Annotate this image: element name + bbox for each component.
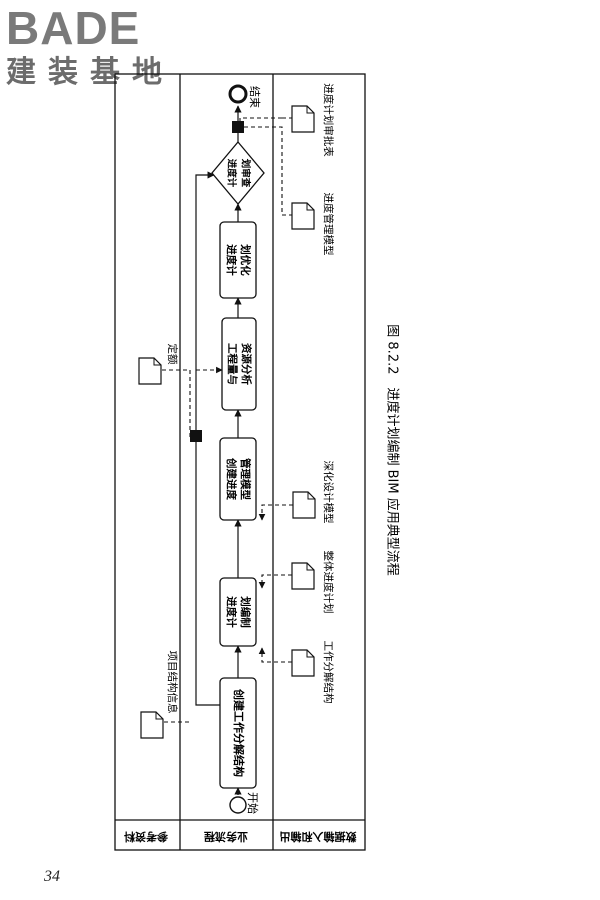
- swimlane-frame: [114, 73, 366, 851]
- reference-doc-quota: [138, 357, 162, 385]
- data-doc-approval-form: [291, 105, 315, 133]
- data-progress-model-label: 进度管理模型: [322, 193, 335, 256]
- data-doc-overall-schedule: [291, 562, 315, 590]
- start-label: 开始: [246, 792, 260, 814]
- process-schedule: [219, 577, 257, 647]
- process-quantity: [221, 317, 257, 411]
- data-overall-schedule-label: 整体进度计划: [322, 551, 335, 614]
- process-model: [219, 437, 257, 521]
- reference-doc-project-structure: [140, 711, 164, 739]
- process-optimize: [219, 221, 257, 299]
- lane-header-references: 参考资料: [124, 830, 168, 844]
- data-doc-detailed-design-model: [292, 491, 316, 519]
- reference-quota-label: 定额: [166, 344, 179, 365]
- logo-subtitle: 建装基地: [6, 55, 174, 90]
- process-schedule-label-2: 划编制: [239, 596, 252, 628]
- data-detailed-design-model-label: 深化设计模型: [322, 461, 335, 524]
- logo: BADE 建装基地: [6, 2, 174, 90]
- logo-brand: BADE: [6, 2, 141, 54]
- dashed-connectors: [162, 117, 293, 723]
- decision-review: [211, 140, 265, 206]
- process-model-label-1: 创建进度: [225, 457, 238, 500]
- data-approval-form-label: 进度计划审批表: [322, 83, 335, 157]
- process-quantity-label-2: 资源分析: [240, 343, 253, 385]
- data-doc-wbs: [291, 649, 315, 677]
- end-event: [228, 84, 248, 104]
- data-doc-progress-model: [291, 202, 315, 230]
- lane-header-data-io: 数据输入和输出: [280, 830, 357, 844]
- process-model-label-2: 管理模型: [239, 458, 252, 500]
- process-optimize-label-2: 划优化: [239, 244, 252, 276]
- reference-project-structure-label: 项目结构信息: [166, 651, 179, 714]
- start-event: [229, 796, 247, 814]
- data-wbs-label: 工作分解结构: [322, 641, 335, 704]
- lane-header-process: 业务流程: [204, 830, 248, 844]
- process-wbs: [219, 677, 257, 789]
- figure-caption: 图 8.2.2 进度计划编制 BIM 应用典型流程: [385, 324, 401, 575]
- page-number: 34: [44, 868, 60, 885]
- end-label: 结束: [248, 86, 261, 108]
- process-wbs-label: 创建工作分解结构: [232, 688, 246, 777]
- decision-review-label-2: 划审查: [240, 159, 252, 188]
- decision-review-label-1: 进度计: [226, 159, 238, 188]
- data-store-marker-mid: [190, 430, 202, 442]
- data-store-marker-top: [232, 121, 244, 133]
- process-optimize-label-1: 进度计: [225, 244, 238, 276]
- process-quantity-label-1: 工程量与: [226, 343, 239, 385]
- process-schedule-label-1: 进度计: [225, 596, 238, 628]
